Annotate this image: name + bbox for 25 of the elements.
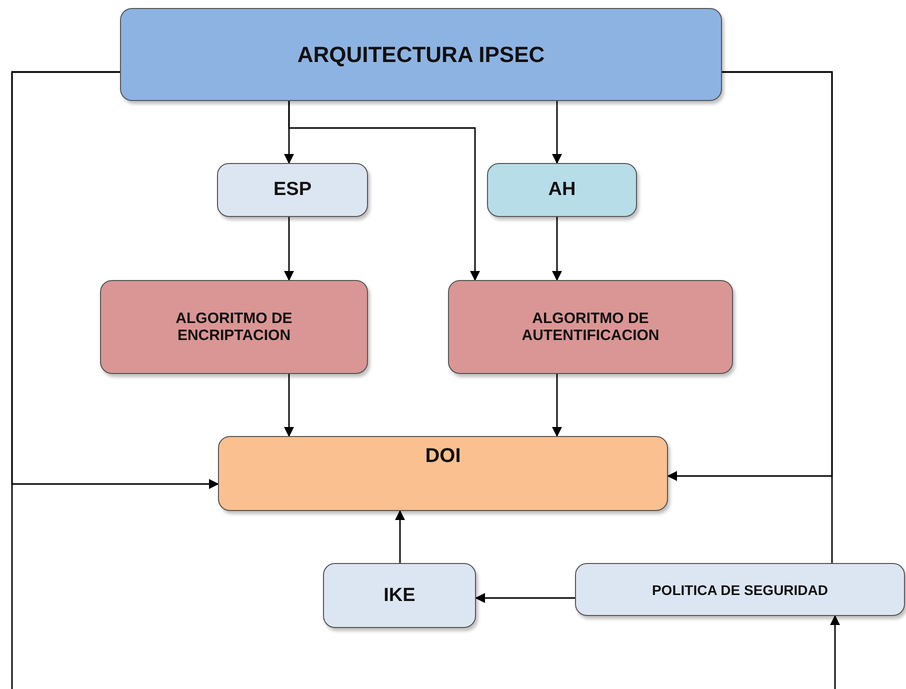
arrow [475,593,575,603]
node-label: AH [548,179,576,201]
process-box [120,8,722,101]
node-label: ESP [273,179,312,201]
arrow [284,217,294,281]
arrow [288,101,480,281]
process-box [217,163,368,217]
process-box [218,436,668,511]
process-box [323,563,476,628]
process-box [448,280,733,374]
node-label: POLITICA DE SEGURIDAD [652,582,828,598]
process-box [100,280,368,374]
process-box [575,563,905,616]
arrow [284,374,294,437]
arrow [552,217,562,281]
arrow [552,101,562,164]
node-label: ALGORITMO DE AUTENTIFICACION [520,310,660,344]
node-label: ALGORITMO DE ENCRIPTACION [174,310,294,344]
arrow [552,374,562,437]
node-label: IKE [384,584,416,606]
arrow [830,615,840,689]
node-label: ARQUITECTURA IPSEC [297,42,545,68]
arrow [395,510,405,563]
process-box [487,163,637,217]
node-label: DOI [425,445,461,468]
